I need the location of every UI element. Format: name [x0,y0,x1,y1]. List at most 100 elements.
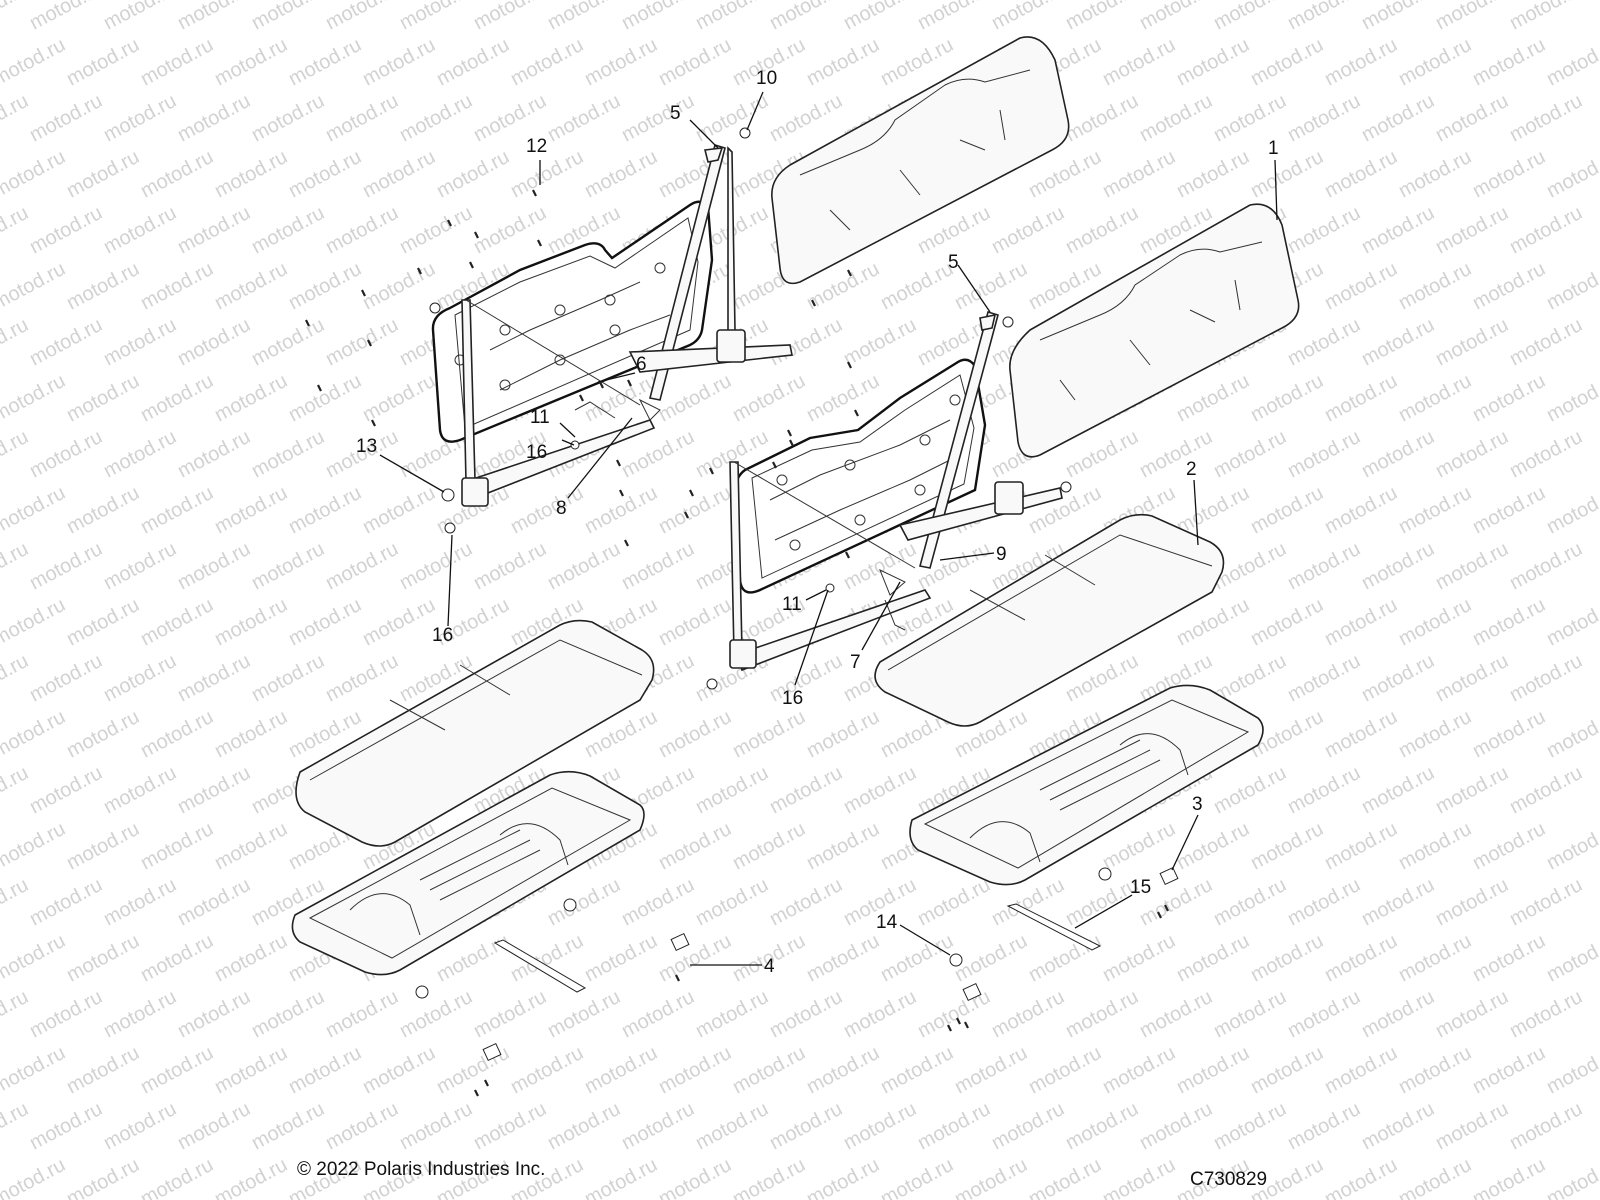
watermark-text: motod.ru [1395,1042,1475,1098]
watermark-text: motod.ru [1358,1098,1438,1154]
seat-back-frame-left[interactable] [431,200,714,443]
watermark-text: motod.ru [803,706,883,762]
watermark-text: motod.ru [174,650,254,706]
watermark-text: motod.ru [359,482,439,538]
watermark-text: motod.ru [1543,1154,1600,1200]
watermark-text: motod.ru [1469,146,1549,202]
watermark-text: motod.ru [1469,370,1549,426]
watermark-text: motod.ru [1173,1042,1253,1098]
seat-bottom-cushion-right[interactable] [874,513,1225,727]
watermark-text: motod.ru [211,930,291,986]
watermark-text: motod.ru [1432,762,1512,818]
watermark-text: motod.ru [803,370,883,426]
watermark-text: motod.ru [100,90,180,146]
watermark-text: motod.ru [1432,202,1512,258]
watermark-text: motod.ru [1469,1042,1549,1098]
watermark-text: motod.ru [248,0,328,34]
watermark-text: motod.ru [1321,482,1401,538]
screw [845,551,850,559]
watermark-text: motod.ru [26,0,106,34]
watermark-text: motod.ru [470,538,550,594]
watermark-text: motod.ru [211,594,291,650]
seat-belt-assembly-left[interactable] [461,143,793,507]
watermark-text: motod.ru [1173,818,1253,874]
watermark-text: motod.ru [1136,986,1216,1042]
watermark-text: motod.ru [840,314,920,370]
watermark-text: motod.ru [507,1042,587,1098]
watermark-text: motod.ru [544,986,624,1042]
watermark-text: motod.ru [359,594,439,650]
watermark-text: motod.ru [26,314,106,370]
watermark-text: motod.ru [100,762,180,818]
screw [1157,911,1162,919]
watermark-text: motod.ru [174,0,254,34]
watermark-text: motod.ru [137,1154,217,1200]
watermark-text: motod.ru [766,314,846,370]
screw [469,261,474,269]
seat-pan-right[interactable] [909,684,1264,886]
watermark-text: motod.ru [803,1042,883,1098]
watermark-text: motod.ru [100,874,180,930]
watermark-text: motod.ru [174,762,254,818]
seat-belt-assembly-right[interactable] [729,310,1063,672]
callout-11b: 11 [782,594,802,615]
screw [616,459,621,467]
watermark-text: motod.ru [766,90,846,146]
seat-pan-left[interactable] [291,770,645,976]
watermark-text: motod.ru [618,0,698,34]
watermark-text: motod.ru [100,0,180,34]
watermark-text: motod.ru [0,1098,32,1154]
callout-10: 10 [756,68,777,89]
watermark-text: motod.ru [396,202,476,258]
watermark-text: motod.ru [1321,1154,1401,1200]
seat-back-cover-upper[interactable] [771,36,1070,285]
watermark-text: motod.ru [322,90,402,146]
watermark-text: motod.ru [0,426,32,482]
watermark-text: motod.ru [1469,482,1549,538]
watermark-text: motod.ru [618,986,698,1042]
watermark-text: motod.ru [1247,818,1327,874]
watermark-text: motod.ru [174,426,254,482]
watermark-text: motod.ru [1210,1098,1290,1154]
watermark-text: motod.ru [63,594,143,650]
screw [627,379,632,387]
watermark-text: motod.ru [100,314,180,370]
screw [964,1021,969,1029]
watermark-text: motod.ru [137,482,217,538]
watermark-text: motod.ru [1395,258,1475,314]
watermark-text: motod.ru [1284,650,1364,706]
seat-back-cover-lower[interactable] [1009,203,1300,458]
watermark-text: motod.ru [581,1042,661,1098]
watermark-text: motod.ru [877,258,957,314]
watermark-text: motod.ru [581,146,661,202]
watermark-text: motod.ru [0,986,32,1042]
watermark-text: motod.ru [1506,202,1586,258]
watermark-text: motod.ru [618,90,698,146]
watermark-text: motod.ru [655,930,735,986]
watermark-text: motod.ru [63,706,143,762]
watermark-text: motod.ru [100,538,180,594]
watermark-text: motod.ru [1321,34,1401,90]
watermark-text: motod.ru [1432,0,1512,34]
watermark-text: motod.ru [581,930,661,986]
watermark-text: motod.ru [655,706,735,762]
watermark-text: motod.ru [1432,650,1512,706]
watermark-text: motod.ru [248,202,328,258]
watermark-text: motod.ru [1432,538,1512,594]
watermark-text: motod.ru [0,762,32,818]
seat-bottom-cushion-left[interactable] [295,619,655,847]
watermark-text: motod.ru [877,1042,957,1098]
watermark-text: motod.ru [1358,0,1438,34]
watermark-text: motod.ru [63,370,143,426]
watermark-text: motod.ru [1432,426,1512,482]
watermark-text: motod.ru [1469,818,1549,874]
watermark-text: motod.ru [0,650,32,706]
watermark-text: motod.ru [1358,874,1438,930]
watermark-text: motod.ru [1432,314,1512,370]
watermark-text: motod.ru [211,1154,291,1200]
watermark-text: motod.ru [248,426,328,482]
watermark-text: motod.ru [137,818,217,874]
watermark-text: motod.ru [1321,146,1401,202]
watermark-text: motod.ru [1469,930,1549,986]
watermark-text: motod.ru [211,1042,291,1098]
